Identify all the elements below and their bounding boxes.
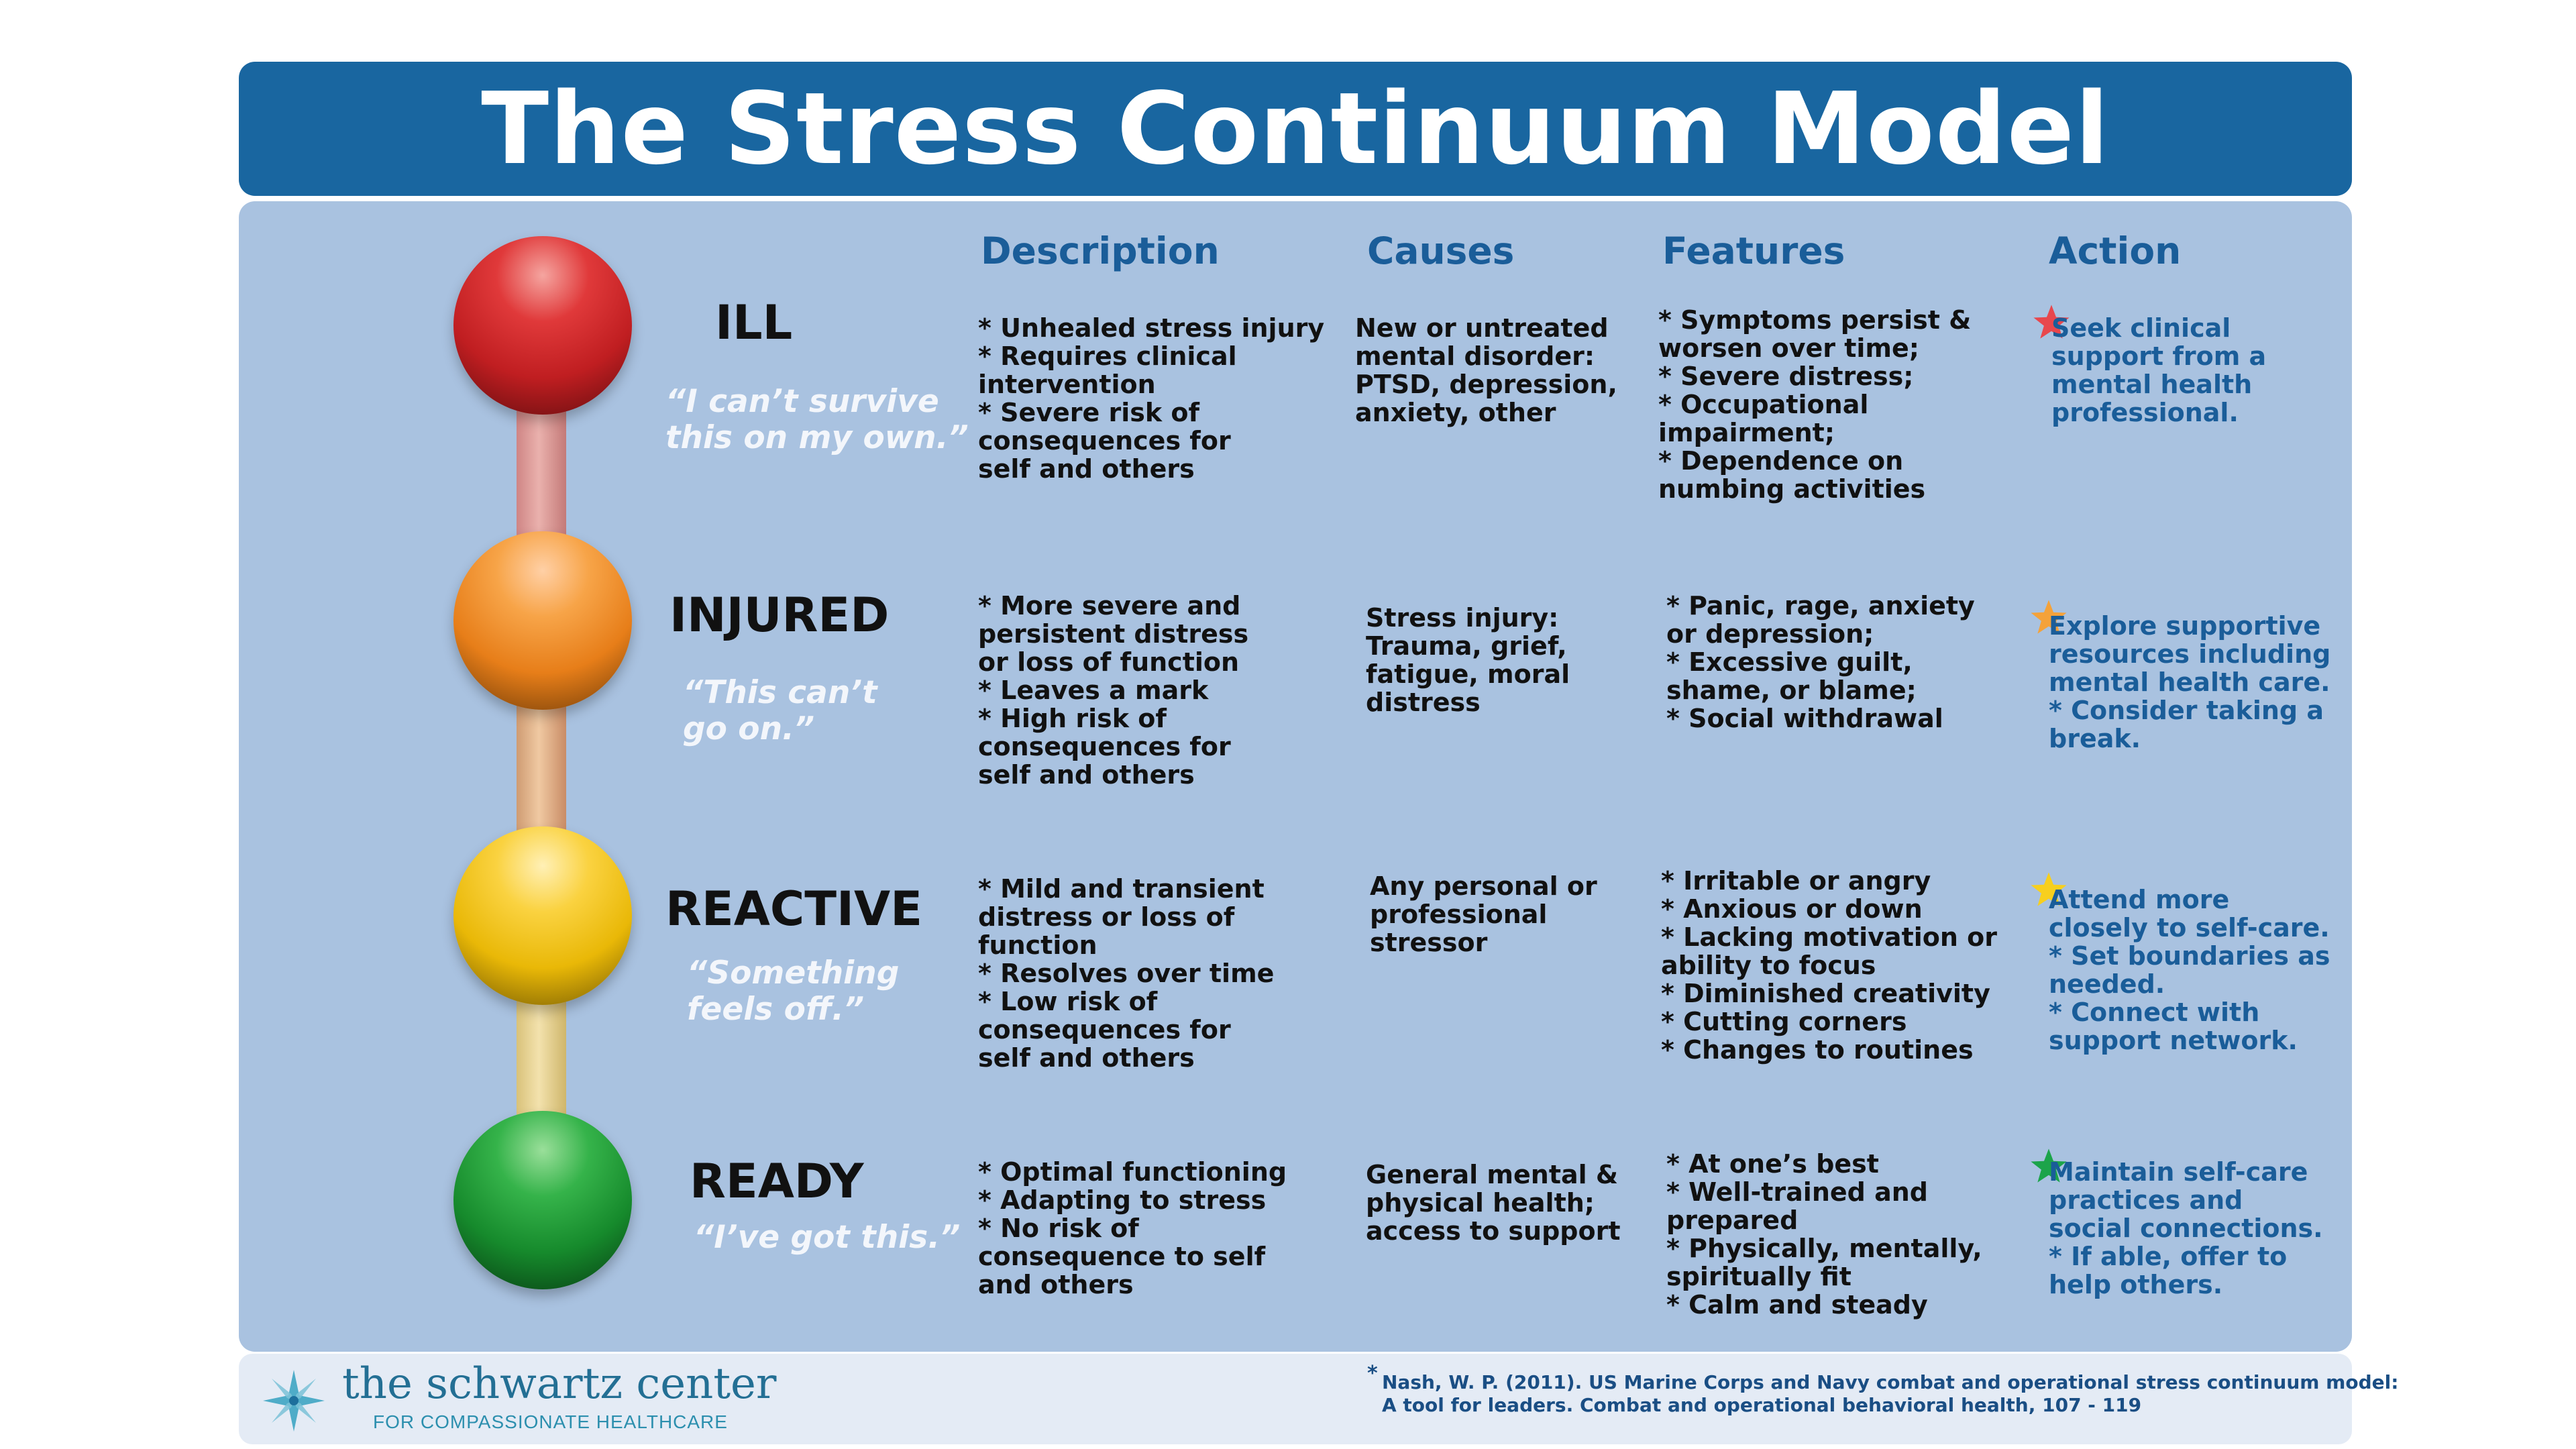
description-ill: * Unhealed stress injury * Requires clin…	[978, 313, 1325, 484]
quote-injured: “This can’t go on.”	[683, 674, 877, 747]
action-reactive: Attend more closely to self-care. * Set …	[2049, 885, 2330, 1055]
causes-reactive: Any personal or professional stressor	[1370, 871, 1597, 957]
star-icon-injured	[2031, 600, 2067, 634]
description-reactive: * Mild and transient distress or loss of…	[978, 874, 1275, 1073]
features-ill: * Symptoms persist & worsen over time; *…	[1658, 305, 1972, 504]
level-injured: INJURED	[669, 588, 890, 643]
level-reactive: REACTIVE	[665, 881, 923, 936]
causes-ill: New or untreated mental disorder: PTSD, …	[1355, 313, 1617, 427]
quote-reactive: “Something feels off.”	[687, 955, 900, 1028]
page-title: The Stress Continuum Model	[481, 71, 2110, 186]
header-action: Action	[2049, 229, 2182, 272]
rail-ill-injured	[517, 402, 566, 543]
quote-ready: “I’ve got this.”	[694, 1219, 961, 1256]
description-ready: * Optimal functioning * Adapting to stre…	[978, 1157, 1287, 1299]
star-icon-ready	[2031, 1148, 2067, 1183]
reference-citation: Nash, W. P. (2011). US Marine Corps and …	[1382, 1371, 2399, 1416]
description-injured: * More severe and persistent distress or…	[978, 591, 1249, 790]
star-icon-reactive	[2031, 872, 2067, 906]
ready-indicator	[453, 1111, 632, 1289]
reactive-indicator	[453, 826, 632, 1005]
quote-ill: “I can’t survive this on my own.”	[665, 383, 969, 456]
action-ill: Seek clinical support from a mental heal…	[2051, 313, 2267, 427]
rail-injured-reactive	[517, 698, 566, 852]
title-banner: The Stress Continuum Model	[239, 62, 2352, 196]
features-ready: * At one’s best * Well-trained and prepa…	[1666, 1149, 1982, 1320]
action-injured: Explore supportive resources including m…	[2049, 611, 2331, 753]
org-tagline: FOR COMPASSIONATE HEALTHCARE	[373, 1411, 728, 1432]
features-reactive: * Irritable or angry * Anxious or down *…	[1661, 866, 1997, 1065]
injured-indicator	[453, 531, 632, 710]
header-description: Description	[981, 229, 1220, 272]
star-icon-ill	[2033, 305, 2070, 339]
footer-bar	[239, 1354, 2352, 1444]
ill-indicator	[453, 236, 632, 415]
rail-reactive-ready	[517, 993, 566, 1134]
features-injured: * Panic, rage, anxiety or depression; * …	[1666, 591, 1975, 733]
schwartz-logo-icon	[263, 1370, 325, 1432]
level-ready: READY	[690, 1154, 864, 1209]
causes-ready: General mental & physical health; access…	[1366, 1160, 1621, 1246]
action-ready: Maintain self-care practices and social …	[2049, 1157, 2323, 1299]
reference-marker: *	[1367, 1362, 1378, 1385]
org-name: the schwartz center	[342, 1359, 777, 1409]
header-features: Features	[1662, 229, 1845, 272]
level-ill: ILL	[715, 295, 793, 350]
header-causes: Causes	[1367, 229, 1515, 272]
causes-injured: Stress injury: Trauma, grief, fatigue, m…	[1366, 603, 1570, 717]
